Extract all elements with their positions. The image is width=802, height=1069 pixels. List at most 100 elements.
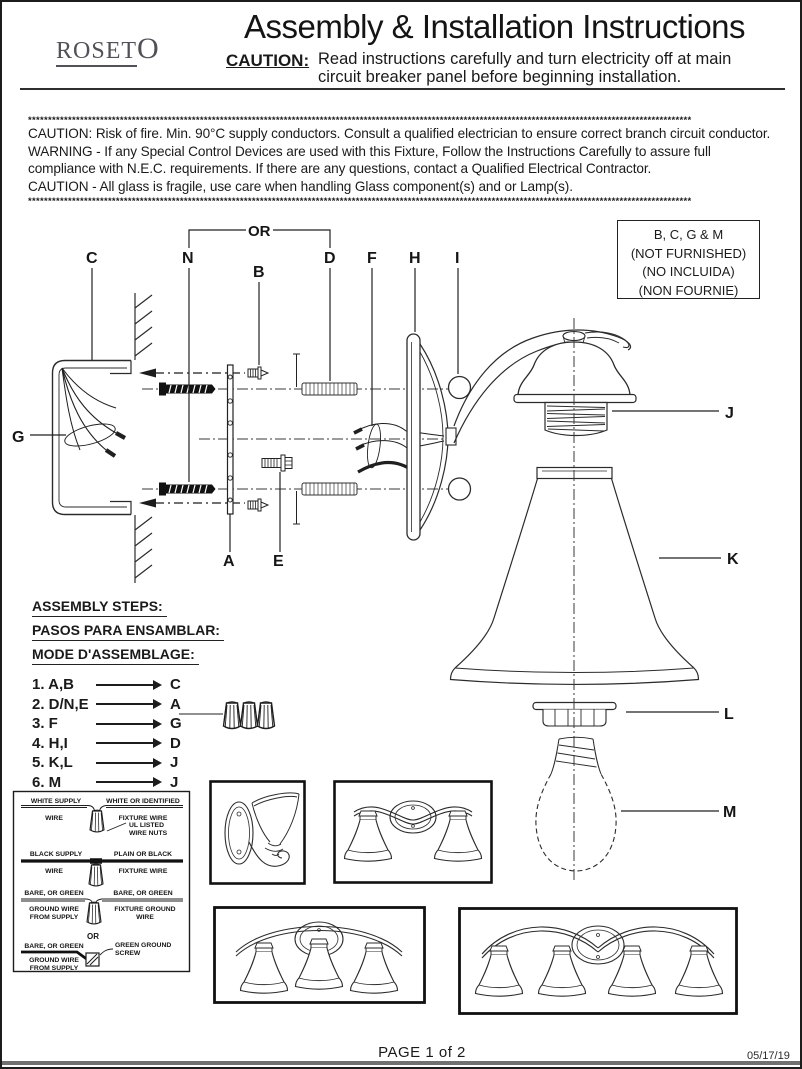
step-parts: 3. F [32, 715, 58, 733]
wiring-label: WIRE [136, 914, 154, 921]
backplate-h [406, 333, 457, 541]
assembly-step: 5. K,L J [32, 753, 294, 773]
warning-block: CAUTION: Risk of fire. Min. 90°C supply … [28, 125, 790, 195]
wiring-or-label: OR [87, 932, 99, 941]
part-label-f: F [367, 250, 377, 267]
wiring-label: FROM SUPPLY [30, 914, 79, 921]
wiring-label: BARE, OR GREEN [24, 890, 83, 897]
wiring-diagram: WHITE SUPPLY WHITE OR IDENTIFIED WIRE FI… [12, 790, 191, 973]
caution-text: Read instructions carefully and turn ele… [318, 50, 768, 86]
wiring-label: FIXTURE GROUND [114, 906, 175, 913]
part-label-c: C [86, 250, 98, 267]
mounting-screws-n [159, 382, 216, 496]
wiring-label: GROUND WIRE [29, 957, 79, 964]
wiring-label: GROUND WIRE [29, 906, 79, 913]
warning-line-4: CAUTION - All glass is fragile, use care… [28, 178, 573, 194]
assembly-step: 2. D/N,E A [32, 695, 294, 715]
thumbnail-1-light-sconce [209, 780, 306, 885]
asterisk-divider-top: ****************************************… [28, 116, 692, 126]
thumbnail-3-light-vanity [213, 906, 426, 1004]
not-furnished-parts: B, C, G & M [653, 227, 724, 242]
wiring-label: FROM SUPPLY [30, 965, 79, 972]
part-label-d: D [324, 250, 336, 267]
part-label-a: A [223, 553, 235, 570]
wiring-label: WIRE [45, 815, 63, 822]
assembly-steps-heading-es: PASOS PARA ENSAMBLAR: [32, 622, 294, 641]
header-divider [20, 88, 785, 90]
warning-line-3: compliance with N.E.C. requirements. If … [28, 161, 652, 177]
thumbnail-2-light-vanity [333, 780, 493, 884]
wiring-label: WIRE NUTS [129, 830, 168, 837]
step-parts: 5. K,L [32, 754, 73, 772]
wiring-label: WIRE [45, 868, 63, 875]
step-target: G [170, 715, 182, 733]
part-label-b: B [253, 264, 265, 281]
wiring-label: SCREW [115, 950, 141, 957]
not-furnished-fr: (NON FOURNIE) [638, 282, 739, 298]
green-ground-screw-icon [85, 952, 100, 967]
part-label-n: N [182, 250, 194, 267]
step-parts: 4. H,I [32, 734, 68, 752]
step-target: D [170, 734, 181, 752]
wall-section [134, 293, 153, 583]
thumbnail-4-light-vanity [458, 907, 738, 1015]
glass-shade-k [449, 466, 700, 685]
mounting-strap [226, 353, 300, 525]
not-furnished-es: (NO INCLUIDA) [642, 264, 735, 279]
right-arrow-icon [96, 738, 162, 748]
wiring-label: PLAIN OR BLACK [114, 851, 172, 858]
assembly-step: 1. A,B C [32, 675, 294, 695]
step-target: A [170, 695, 181, 713]
page-number: PAGE 1 of 2 [378, 1044, 466, 1061]
wiring-label: FIXTURE WIRE [119, 868, 168, 875]
step-parts: 6. M [32, 773, 62, 791]
wiring-label: GREEN GROUND [115, 942, 171, 949]
brand-logo: ROSETO [56, 32, 160, 67]
warning-line-1: CAUTION: Risk of fire. Min. 90°C supply … [28, 126, 771, 141]
wiring-label: WHITE SUPPLY [31, 798, 82, 805]
wiring-label: WHITE OR IDENTIFIED [106, 798, 180, 805]
assembly-step: 6. M J [32, 773, 294, 793]
step-parts: 1. A,B [32, 676, 74, 694]
machine-screws-b [247, 366, 270, 512]
part-label-l: L [724, 706, 734, 723]
part-label-i: I [455, 250, 459, 267]
caution-line-2: circuit breaker panel before beginning i… [318, 68, 682, 86]
revision-date: 05/17/19 [747, 1050, 790, 1062]
wiring-label: UL LISTED [129, 822, 164, 829]
footer-divider [2, 1061, 800, 1065]
wiring-label: BARE, OR GREEN [24, 943, 83, 950]
light-bulb-m [535, 736, 617, 872]
ground-screw-e [261, 454, 293, 472]
step-target: C [170, 676, 181, 694]
part-label-m: M [723, 804, 736, 821]
supply-wires [61, 367, 127, 458]
or-label: OR [248, 223, 271, 240]
asterisk-divider-bottom: ****************************************… [28, 197, 692, 207]
not-furnished-box: B, C, G & M (NOT FURNISHED) (NO INCLUIDA… [617, 220, 760, 299]
assembly-step: 4. H,I D [32, 734, 294, 754]
part-label-e: E [273, 553, 284, 570]
not-furnished-en: (NOT FURNISHED) [630, 245, 747, 261]
fixture-wires-f [353, 423, 445, 474]
assembly-step-list: 1. A,B C 2. D/N,E A 3. F G 4. H,I D 5. [32, 675, 294, 792]
right-arrow-icon [96, 719, 162, 728]
install-direction-arrows [139, 368, 245, 508]
right-arrow-icon [96, 699, 162, 709]
right-arrow-icon [96, 758, 162, 767]
fixture-arm [453, 329, 632, 444]
part-label-h: H [409, 250, 421, 267]
step-target: J [170, 773, 179, 791]
threaded-nipples-d [301, 382, 358, 496]
junction-box [51, 359, 132, 516]
socket-ring-l [532, 701, 617, 727]
caution-heading: CAUTION: [226, 51, 310, 70]
warning-line-2: WARNING - If any Special Control Devices… [28, 143, 711, 159]
part-label-k: K [727, 551, 739, 568]
step-parts: 2. D/N,E [32, 695, 89, 713]
wiring-label: FIXTURE WIRE [119, 815, 168, 822]
assembly-steps-heading-en: ASSEMBLY STEPS: [32, 598, 294, 617]
page-title: Assembly & Installation Instructions [243, 8, 746, 45]
brand-logo-text: ROSET [56, 38, 138, 67]
